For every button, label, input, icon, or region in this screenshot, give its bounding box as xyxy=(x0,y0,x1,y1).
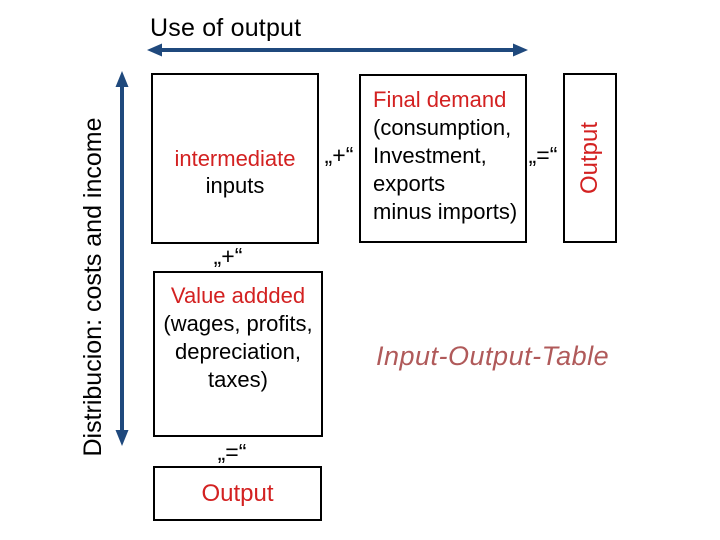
value-added-box: Value addded (wages, profits, depreciati… xyxy=(153,271,323,437)
value-added-line: taxes) xyxy=(208,367,268,392)
final-demand-title: Final demand xyxy=(373,87,507,112)
input-output-table-label: Input-Output-Table xyxy=(376,341,610,371)
plus-operator-top: „+“ xyxy=(324,142,354,168)
intermediate-inputs-title: intermediate xyxy=(174,146,296,171)
value-added-line: (wages, profits, xyxy=(163,311,313,336)
final-demand-line: minus imports) xyxy=(373,199,518,224)
equals-operator-top: „=“ xyxy=(528,142,558,168)
intermediate-inputs-box: intermediate inputs xyxy=(151,73,319,244)
left-axis-label: Distribucion: costs and income xyxy=(79,117,107,457)
final-demand-line: Investment, xyxy=(373,143,487,168)
equals-operator-left: „=“ xyxy=(217,439,247,465)
costs-income-arrow xyxy=(115,71,129,446)
plus-operator-left: „+“ xyxy=(213,243,243,269)
intermediate-inputs-text: intermediate inputs xyxy=(153,145,317,199)
value-added-line: depreciation, xyxy=(175,339,301,364)
value-added-title: Value addded xyxy=(170,283,306,308)
intermediate-inputs-subtitle: inputs xyxy=(205,173,265,198)
output-total-label: Output xyxy=(201,479,274,507)
output-column-label: Output xyxy=(576,121,604,195)
final-demand-box: Final demand (consumption, Investment, e… xyxy=(359,74,527,243)
output-column-box: Output xyxy=(563,73,617,243)
final-demand-line: exports xyxy=(373,171,446,196)
output-total-box: Output xyxy=(153,466,322,521)
final-demand-line: (consumption, xyxy=(373,115,512,140)
use-of-output-arrow xyxy=(147,43,528,57)
slide-title: Use of output xyxy=(150,14,302,42)
